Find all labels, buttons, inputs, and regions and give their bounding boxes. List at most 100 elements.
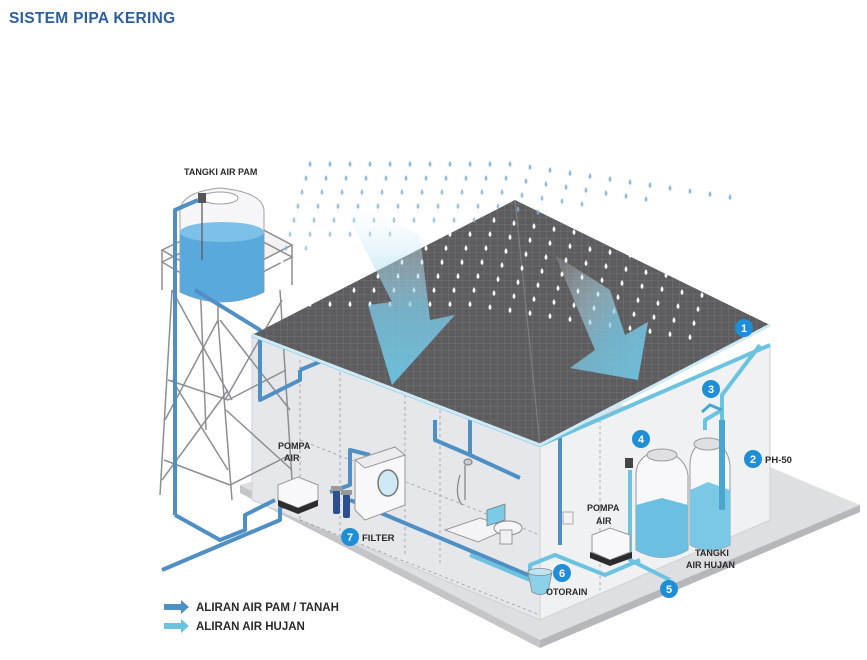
- rain-drop: [320, 189, 324, 195]
- rain-drop: [656, 227, 660, 233]
- rain-drop: [596, 218, 600, 224]
- rain-drop: [468, 231, 472, 237]
- rain-drop: [712, 250, 716, 256]
- rain-drop: [296, 203, 300, 209]
- rain-drop: [608, 249, 612, 255]
- rain-drop: [584, 187, 588, 193]
- rain-drop: [700, 219, 704, 225]
- rain-drop: [408, 161, 412, 167]
- rain-drop: [504, 248, 508, 254]
- rain-drop: [708, 264, 712, 270]
- rain-drop: [640, 210, 644, 216]
- legend-item-pam: ALIRAN AIR PAM / TANAH: [164, 600, 339, 614]
- rain-drop: [348, 231, 352, 237]
- rain-drop: [432, 287, 436, 293]
- rain-drop: [456, 273, 460, 279]
- rain-drop: [724, 208, 728, 214]
- rain-drop: [720, 222, 724, 228]
- rain-drop: [632, 238, 636, 244]
- rain-drop: [448, 231, 452, 237]
- rain-drop: [300, 189, 304, 195]
- rain-drop: [660, 286, 664, 292]
- svg-text:7: 7: [347, 532, 353, 544]
- rain-drop: [296, 273, 300, 279]
- label-pump-left-line2: AIR: [284, 453, 300, 463]
- rain-drop: [508, 161, 512, 167]
- rain-drop: [268, 301, 272, 307]
- rain-drop: [308, 301, 312, 307]
- rain-drop: [332, 217, 336, 223]
- roof: [251, 199, 771, 447]
- rain-drop: [716, 236, 720, 242]
- rain-drop: [704, 205, 708, 211]
- toilet: [486, 503, 523, 545]
- rain-drop: [344, 175, 348, 181]
- rain-drop: [480, 259, 484, 265]
- rain-drop: [320, 259, 324, 265]
- rain-drop: [664, 272, 668, 278]
- rain-drop: [520, 265, 524, 271]
- rain-drop: [324, 245, 328, 251]
- rain-drop: [500, 189, 504, 195]
- rain-drop: [424, 175, 428, 181]
- rain-drop: [700, 292, 704, 298]
- rain-drop: [564, 257, 568, 263]
- rain-drop: [620, 207, 624, 213]
- rain-drop: [592, 232, 596, 238]
- rain-water-tanks: [625, 403, 731, 558]
- rain-drop: [348, 161, 352, 167]
- rain-drop: [572, 302, 576, 308]
- rain-drop: [428, 301, 432, 307]
- rain-drop: [696, 306, 700, 312]
- rain-drop: [484, 175, 488, 181]
- otorain-bucket: [527, 568, 553, 595]
- rain-drop: [476, 203, 480, 209]
- label-pump-left-line1: POMPA: [278, 441, 311, 451]
- rain-drop: [404, 175, 408, 181]
- rain-drop: [568, 170, 572, 176]
- rain-drop: [648, 182, 652, 188]
- rain-drop: [540, 268, 544, 274]
- rain-drop: [492, 290, 496, 296]
- rain-drop: [464, 245, 468, 251]
- rain-drop: [272, 287, 276, 293]
- rain-drop: [436, 273, 440, 279]
- rain-drop: [452, 217, 456, 223]
- rain-drop: [280, 259, 284, 265]
- rain-drop: [356, 203, 360, 209]
- rain-drop: [680, 216, 684, 222]
- rain-drop: [428, 231, 432, 237]
- rain-drop: [332, 287, 336, 293]
- rain-drop: [312, 217, 316, 223]
- rain-drop: [636, 224, 640, 230]
- rain-drop: [480, 189, 484, 195]
- rain-drop: [288, 231, 292, 237]
- badge-1: 1: [735, 319, 753, 337]
- rain-drop: [444, 175, 448, 181]
- rain-drop: [600, 277, 604, 283]
- rain-drop: [632, 311, 636, 317]
- rain-drop: [652, 241, 656, 247]
- rain-drop: [488, 231, 492, 237]
- rain-drop: [556, 212, 560, 218]
- rain-drop: [440, 189, 444, 195]
- rain-drop: [340, 189, 344, 195]
- rain-drop: [356, 273, 360, 279]
- svg-text:2: 2: [750, 454, 756, 466]
- rain-drop: [288, 301, 292, 307]
- rain-drop: [656, 300, 660, 306]
- rain-drop: [416, 203, 420, 209]
- rain-drop: [584, 260, 588, 266]
- rain-drop: [284, 245, 288, 251]
- rain-drop: [528, 164, 532, 170]
- rain-drop: [628, 179, 632, 185]
- rain-drop: [312, 287, 316, 293]
- rain-drop: [340, 259, 344, 265]
- rain-drop: [668, 331, 672, 337]
- rain-drop: [560, 198, 564, 204]
- rain-drop: [576, 215, 580, 221]
- page-title: SISTEM PIPA KERING: [9, 10, 176, 27]
- rain-drop: [380, 189, 384, 195]
- rain-drop: [688, 334, 692, 340]
